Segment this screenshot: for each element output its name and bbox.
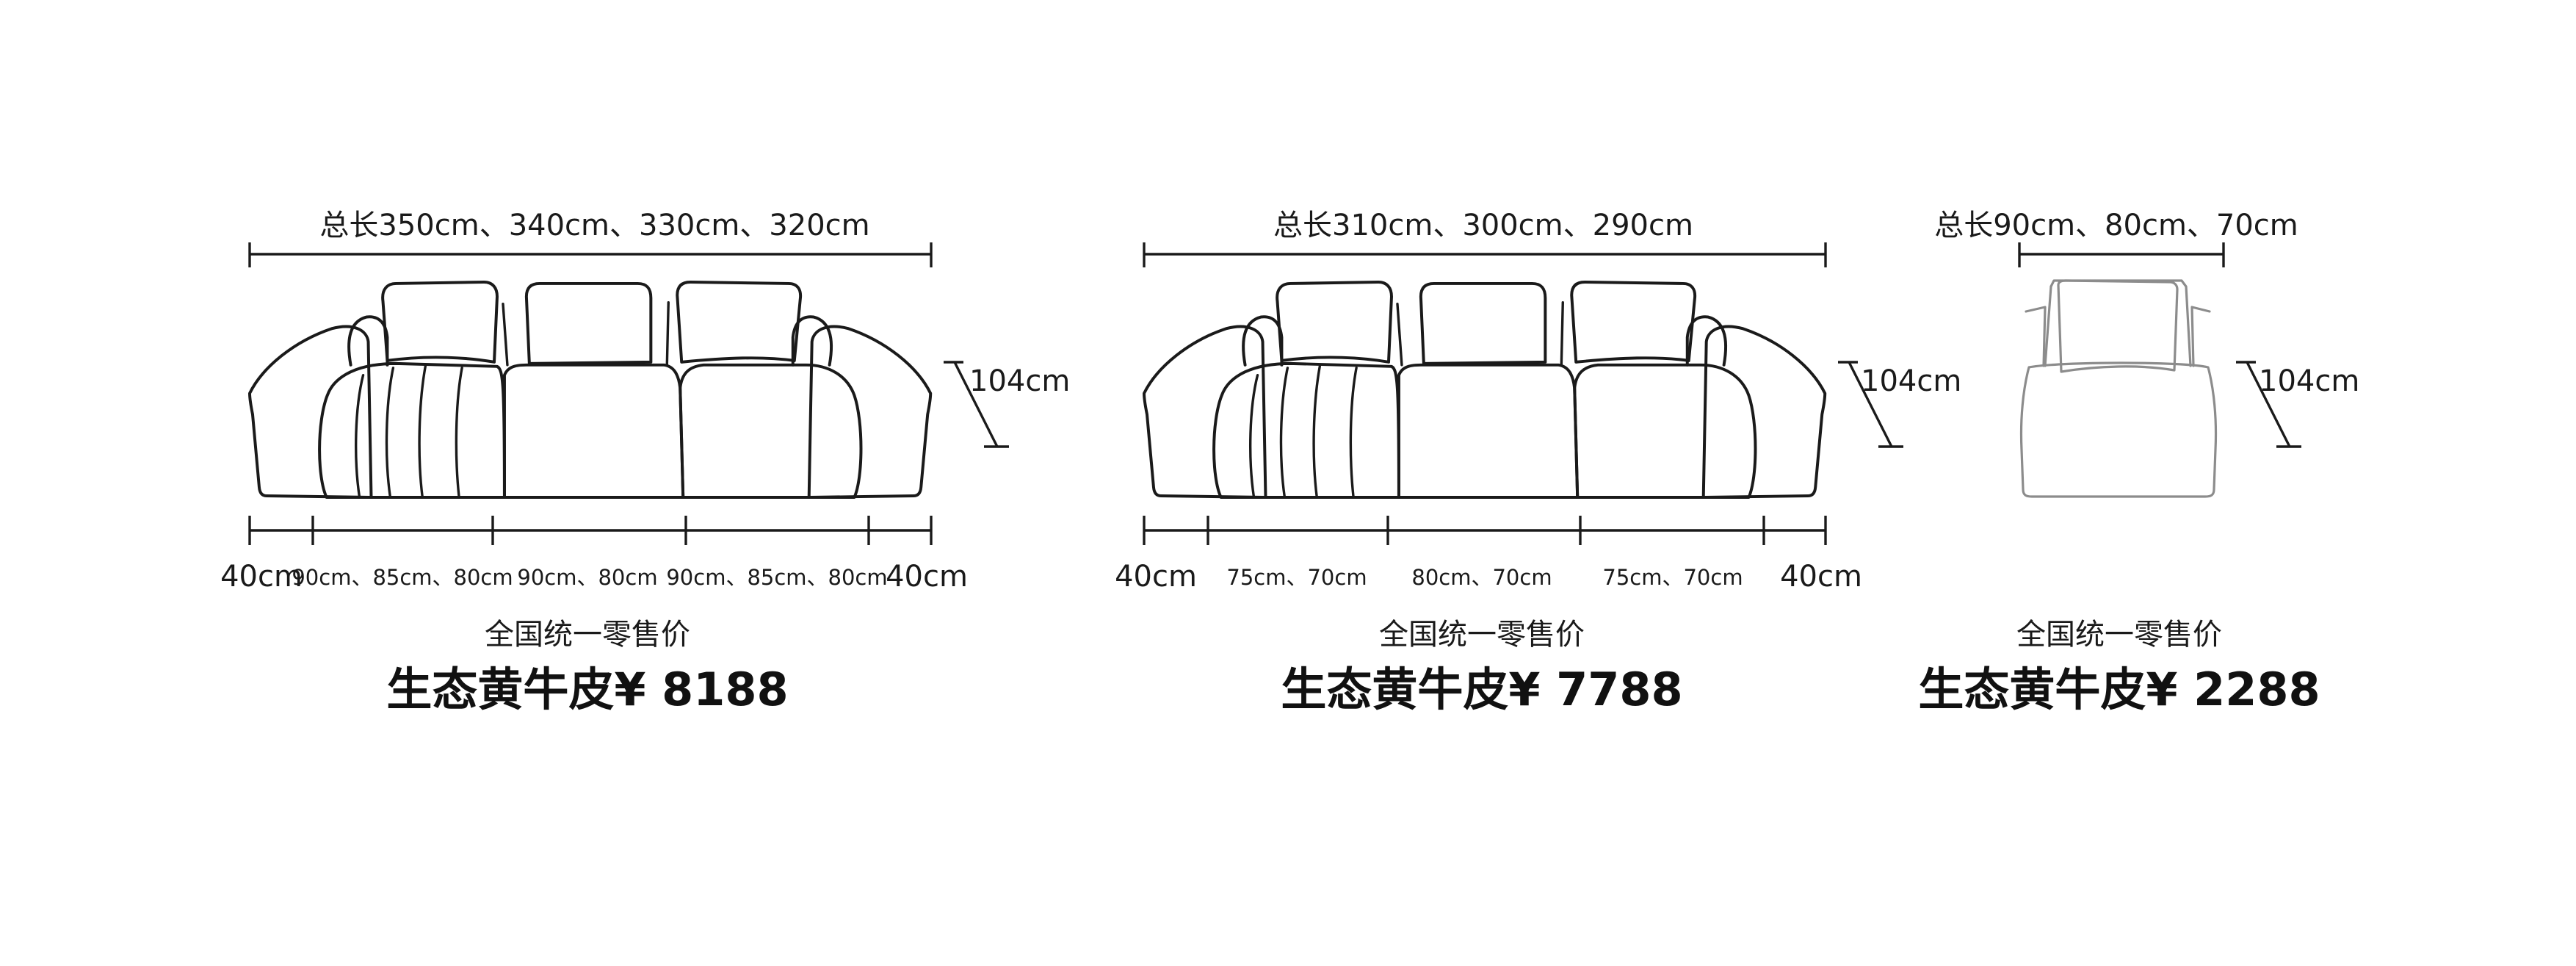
material-label: 生态黄牛皮 [386, 663, 614, 716]
material-label: 生态黄牛皮 [1918, 663, 2146, 716]
seat-3-width-label: 90cm、85cm、80cm [666, 565, 887, 590]
three-seat-sofa-drawing [1143, 280, 1827, 499]
segment-dimension-line [248, 516, 933, 545]
height-dimension-line [2236, 361, 2301, 448]
retail-price-caption: 全国统一零售价 [485, 618, 690, 652]
left-arm-width-label: 40cm [220, 560, 303, 594]
currency-symbol: ¥ [614, 663, 645, 716]
price-value: 7788 [1556, 663, 1683, 716]
price-value: 2288 [2193, 663, 2320, 716]
material-label: 生态黄牛皮 [1281, 663, 1508, 716]
price-line: 生态黄牛皮¥ 8188 [386, 663, 788, 716]
total-length-dimension-line [2018, 242, 2225, 267]
currency-symbol: ¥ [2146, 663, 2177, 716]
seat-2-width-label: 80cm、70cm [1411, 565, 1552, 590]
price-line: 生态黄牛皮¥ 2288 [1918, 663, 2320, 716]
left-arm-width-label: 40cm [1115, 560, 1197, 594]
height-label: 104cm [2259, 364, 2359, 398]
retail-price-caption: 全国统一零售价 [1379, 618, 1585, 652]
height-dimension-line [1838, 361, 1903, 448]
total-length-dimension-line [248, 242, 933, 267]
price-line: 生态黄牛皮¥ 7788 [1281, 663, 1682, 716]
seat-2-width-label: 90cm、80cm [517, 565, 657, 590]
height-label: 104cm [969, 364, 1070, 398]
three-seat-sofa-drawing [248, 280, 933, 499]
total-length-label: 总长90cm、80cm、70cm [1934, 209, 2298, 242]
total-length-label: 总长350cm、340cm、330cm、320cm [319, 209, 869, 242]
currency-symbol: ¥ [1508, 663, 1540, 716]
price-value: 8188 [662, 663, 789, 716]
seat-1-width-label: 90cm、85cm、80cm [292, 565, 513, 590]
right-arm-width-label: 40cm [1780, 560, 1862, 594]
armchair-drawing [2019, 279, 2218, 498]
product-medium-sofa: 总长310cm、300cm、290cm 104cm 40cm 75cm、70cm… [1115, 209, 1961, 716]
total-length-dimension-line [1143, 242, 1827, 267]
product-armchair: 总长90cm、80cm、70cm 104cm 全国统一零售价 生态黄牛皮¥ 22… [1918, 209, 2359, 716]
retail-price-caption: 全国统一零售价 [2016, 618, 2222, 652]
seat-1-width-label: 75cm、70cm [1226, 565, 1367, 590]
segment-dimension-line [1143, 516, 1827, 545]
height-dimension-line [944, 361, 1009, 448]
height-label: 104cm [1861, 364, 1961, 398]
product-large-sofa: 总长350cm、340cm、330cm、320cm 104cm 40cm 90c… [220, 209, 1070, 716]
right-arm-width-label: 40cm [886, 560, 968, 594]
seat-3-width-label: 75cm、70cm [1602, 565, 1743, 590]
total-length-label: 总长310cm、300cm、290cm [1273, 209, 1693, 242]
